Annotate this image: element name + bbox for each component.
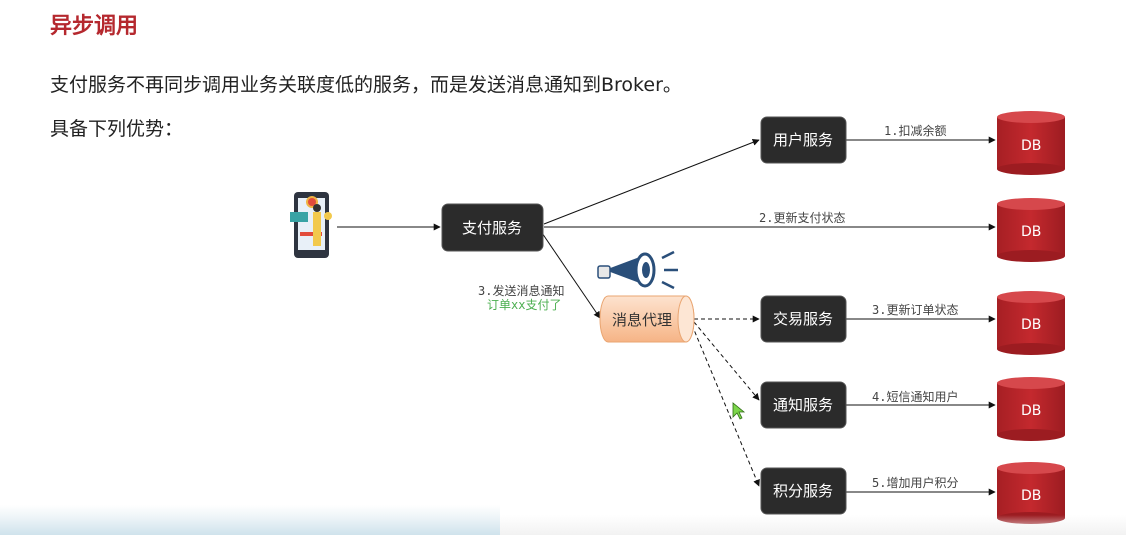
edge-label-order-paid: 订单xx支付了 [487,298,561,312]
db-label: DB [1021,403,1041,419]
db-label: DB [1021,317,1041,333]
edge-label-update-pay-status: 2.更新支付状态 [759,210,845,225]
db-label: DB [1021,488,1041,504]
dashed-arrow-broker-to-points [691,324,760,487]
edge-label-send-message: 3.发送消息通知 [478,283,564,298]
user-service-label: 用户服务 [773,131,833,149]
payment-phone-icon [290,192,332,258]
megaphone-icon [597,250,678,290]
pay-service-box: 支付服务 [441,203,544,252]
advantages-heading: 具备下列优势： [50,118,184,140]
pay-service-label: 支付服务 [462,219,522,237]
db-user: DB [997,111,1065,175]
trade-service-box: 交易服务 [760,295,847,343]
points-service-box: 积分服务 [760,467,847,515]
intro-text: 支付服务不再同步调用业务关联度低的服务，而是发送消息通知到Broker。 [50,74,682,96]
edge-label-deduct-balance: 1.扣减余额 [884,123,946,138]
user-service-box: 用户服务 [760,116,847,164]
db-trade: DB [997,291,1065,355]
page-title: 异步调用 [50,14,139,39]
arrow-pay-to-user [543,139,760,225]
notify-service-label: 通知服务 [773,396,833,414]
arrow-pay-to-broker [539,229,601,319]
bottom-shadow [500,515,1126,535]
db-notify: DB [997,377,1065,441]
broker-label: 消息代理 [612,311,672,329]
broker-node: 消息代理 [599,295,695,343]
bottom-decoration [0,505,500,535]
edge-label-add-points: 5.增加用户积分 [872,475,958,490]
db-label: DB [1021,224,1041,240]
points-service-label: 积分服务 [773,482,833,500]
edge-label-sms-notify: 4.短信通知用户 [872,389,958,404]
trade-service-label: 交易服务 [773,310,833,328]
notify-service-box: 通知服务 [760,381,847,429]
mouse-cursor-icon [732,402,746,420]
edge-label-update-order-status: 3.更新订单状态 [872,302,958,317]
db-label: DB [1021,138,1041,154]
db-pay-status: DB [997,198,1065,262]
dashed-arrow-broker-to-notify [693,321,760,401]
